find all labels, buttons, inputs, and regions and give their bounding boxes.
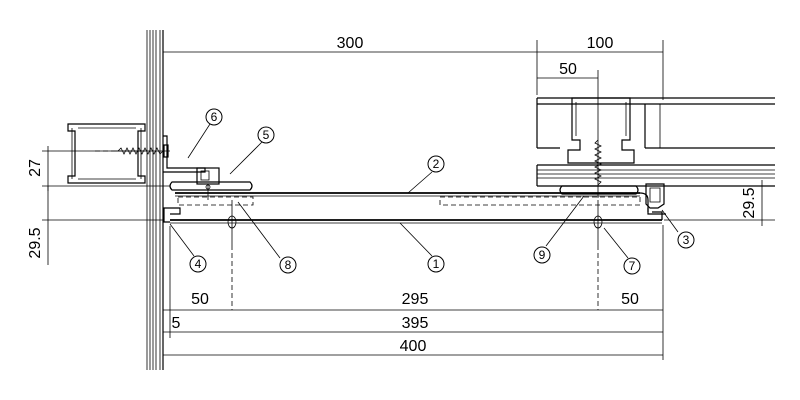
svg-text:6: 6	[211, 110, 218, 124]
svg-text:8: 8	[285, 258, 292, 272]
callout-9: 9	[533, 246, 551, 264]
callout-2: 2	[427, 155, 445, 173]
hidden-stiffeners	[177, 196, 641, 206]
svg-text:4: 4	[195, 257, 202, 271]
svg-text:9: 9	[539, 248, 546, 262]
callout-1: 1	[427, 255, 445, 273]
callout-4: 4	[189, 255, 207, 273]
svg-text:1: 1	[433, 257, 440, 271]
hanger-screw	[559, 130, 639, 198]
dimension-lines	[42, 40, 775, 360]
dim-left-29-5: 29.5	[27, 227, 44, 258]
dim-top-100: 100	[587, 35, 614, 52]
edge-trim	[163, 207, 181, 223]
dim-right-29-5: 29.5	[741, 187, 758, 218]
dim-bottom-5: 5	[172, 315, 181, 332]
svg-text:3: 3	[683, 233, 690, 247]
dim-bottom-50-right: 50	[621, 291, 639, 308]
callout-7: 7	[623, 257, 641, 275]
dim-bottom-400: 400	[400, 338, 427, 355]
end-cap	[645, 183, 666, 215]
c-channel-stud	[67, 123, 146, 184]
svg-text:5: 5	[263, 128, 270, 142]
timber-batten	[536, 164, 775, 187]
callout-6: 6	[205, 108, 223, 126]
dim-bottom-295: 295	[402, 291, 429, 308]
svg-text:7: 7	[629, 259, 636, 273]
rivets	[227, 200, 603, 310]
callout-leaders	[169, 123, 679, 259]
dim-top-300: 300	[337, 35, 364, 52]
hanger-channel	[567, 97, 635, 164]
dim-bottom-50-left: 50	[191, 291, 209, 308]
panel-bottom-sheet	[170, 211, 663, 224]
panel-top-sheet	[175, 192, 649, 212]
svg-text:2: 2	[433, 157, 440, 171]
clip-bracket	[169, 167, 253, 200]
wall-angle-bracket	[163, 135, 206, 173]
dim-left-27: 27	[27, 159, 44, 177]
wall	[146, 30, 164, 370]
callout-8: 8	[279, 256, 297, 274]
callout-5: 5	[257, 126, 275, 144]
dim-bottom-395: 395	[402, 315, 429, 332]
dim-top-50: 50	[559, 61, 577, 78]
callout-3: 3	[677, 231, 695, 249]
